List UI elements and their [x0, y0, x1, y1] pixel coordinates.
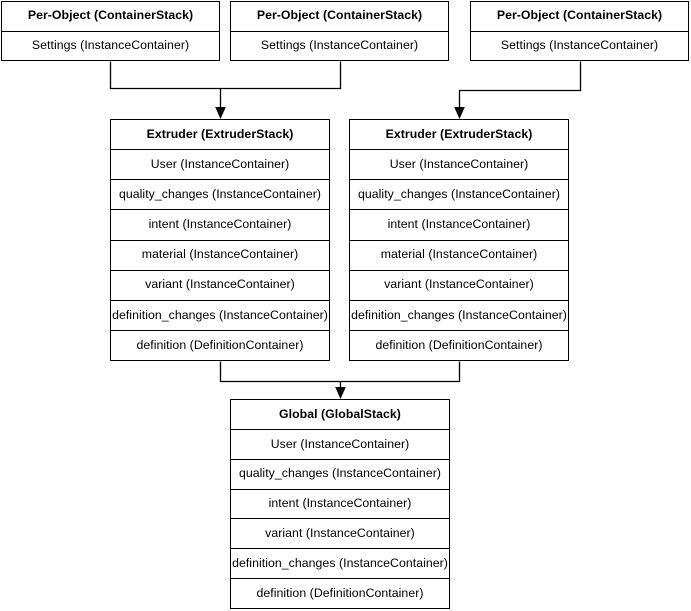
stack-box-per-object-2[interactable]: Per-Object (ContainerStack) Settings (In… — [230, 1, 449, 61]
stack-header: Per-Object (ContainerStack) — [2, 2, 219, 31]
stack-row-definition-changes[interactable]: definition_changes (InstanceContainer) — [231, 548, 449, 579]
stack-row-quality-changes[interactable]: quality_changes (InstanceContainer) — [350, 179, 568, 210]
stack-box-extruder-1[interactable]: Extruder (ExtruderStack) User (InstanceC… — [110, 119, 330, 361]
stack-row-variant[interactable]: variant (InstanceContainer) — [111, 269, 329, 300]
stack-row-user[interactable]: User (InstanceContainer) — [111, 149, 329, 180]
stack-box-extruder-2[interactable]: Extruder (ExtruderStack) User (InstanceC… — [349, 119, 569, 361]
stack-row-variant[interactable]: variant (InstanceContainer) — [350, 269, 568, 300]
stack-row-material[interactable]: material (InstanceContainer) — [111, 239, 329, 270]
stack-row-user[interactable]: User (InstanceContainer) — [350, 149, 568, 180]
stack-row-definition[interactable]: definition (DefinitionContainer) — [111, 329, 329, 360]
arrowhead-global — [335, 387, 346, 399]
connector-perobject3-to-extruder2 — [458, 61, 582, 111]
stack-header: Global (GlobalStack) — [231, 400, 449, 429]
stack-row-definition[interactable]: definition (DefinitionContainer) — [350, 329, 568, 360]
connector-extruders-join — [219, 361, 461, 383]
stack-box-global[interactable]: Global (GlobalStack) User (InstanceConta… — [230, 399, 450, 609]
arrowhead-extruder1 — [215, 107, 226, 119]
stack-row-material[interactable]: material (InstanceContainer) — [350, 239, 568, 270]
stack-header: Per-Object (ContainerStack) — [471, 2, 688, 31]
stack-row-quality-changes[interactable]: quality_changes (InstanceContainer) — [111, 179, 329, 210]
stack-row-definition[interactable]: definition (DefinitionContainer) — [231, 578, 449, 609]
stack-row-variant[interactable]: variant (InstanceContainer) — [231, 518, 449, 549]
arrowhead-extruder2 — [454, 107, 465, 119]
stack-row-intent[interactable]: intent (InstanceContainer) — [231, 488, 449, 519]
stack-row-quality-changes[interactable]: quality_changes (InstanceContainer) — [231, 458, 449, 489]
stack-row-user[interactable]: User (InstanceContainer) — [231, 428, 449, 459]
stack-row-intent[interactable]: intent (InstanceContainer) — [111, 209, 329, 240]
stack-row-settings[interactable]: Settings (InstanceContainer) — [2, 30, 219, 60]
stack-header: Per-Object (ContainerStack) — [231, 2, 448, 31]
stack-row-settings[interactable]: Settings (InstanceContainer) — [231, 30, 448, 60]
stack-row-definition-changes[interactable]: definition_changes (InstanceContainer) — [350, 299, 568, 330]
stack-box-per-object-3[interactable]: Per-Object (ContainerStack) Settings (In… — [470, 1, 689, 61]
stack-row-intent[interactable]: intent (InstanceContainer) — [350, 209, 568, 240]
stack-header: Extruder (ExtruderStack) — [350, 120, 568, 150]
stack-row-definition-changes[interactable]: definition_changes (InstanceContainer) — [111, 299, 329, 330]
stack-box-per-object-1[interactable]: Per-Object (ContainerStack) Settings (In… — [1, 1, 220, 61]
stack-header: Extruder (ExtruderStack) — [111, 120, 329, 150]
stack-row-settings[interactable]: Settings (InstanceContainer) — [471, 30, 688, 60]
connector-perobject12-join — [109, 61, 342, 90]
